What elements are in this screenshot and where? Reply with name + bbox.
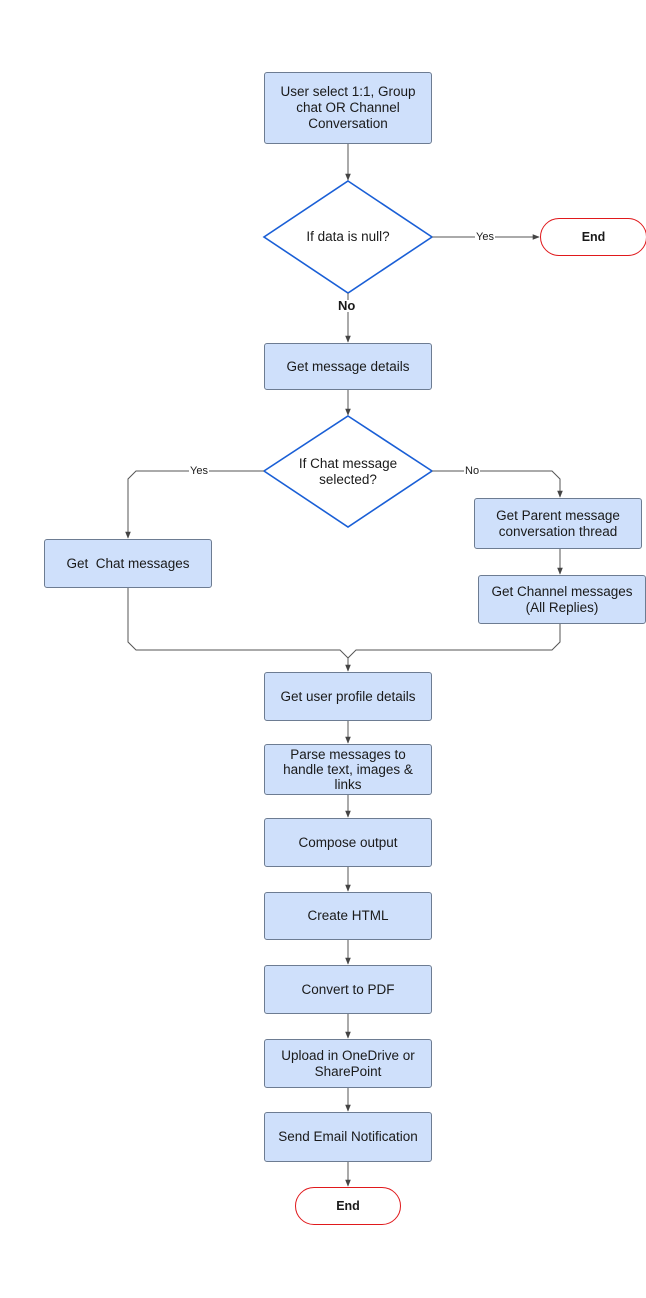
get-user-profile-process: Get user profile details [264,672,432,721]
get-chat-messages-process: Get Chat messages [44,539,212,588]
start-process-label: User select 1:1, Group chat OR Channel C… [280,84,416,131]
get-chat-messages-label: Get Chat messages [66,555,190,571]
compose-output-process: Compose output [264,818,432,867]
create-html-process: Create HTML [264,892,432,940]
send-email-process: Send Email Notification [264,1112,432,1162]
end-terminal-bottom-label: End [336,1199,360,1213]
decision-chat-diamond [262,415,434,528]
edge-label-chat-yes: Yes [189,465,209,477]
edge-channel-merge [347,624,561,659]
get-message-details-label: Get message details [286,358,410,374]
compose-output-label: Compose output [298,834,398,850]
decision-null-label: If data is null? [306,229,390,244]
get-parent-thread-process: Get Parent message conversation thread [474,498,642,549]
create-html-label: Create HTML [307,908,389,923]
edge-chat-merge [127,588,349,659]
decision-chat-label: If Chat message selected? [298,456,398,487]
get-user-profile-label: Get user profile details [280,688,416,704]
edge-chat-no [432,470,563,498]
parse-messages-process: Parse messages to handle text, images & … [264,744,432,795]
parse-messages-label: Parse messages to handle text, images & … [283,747,413,792]
edge-label-chat-no: No [464,465,481,477]
end-terminal-top-label: End [581,230,606,244]
start-process: User select 1:1, Group chat OR Channel C… [264,72,432,144]
get-channel-messages-process: Get Channel messages (All Replies) [478,575,646,624]
send-email-label: Send Email Notification [278,1129,418,1144]
convert-pdf-process: Convert to PDF [264,965,432,1014]
end-terminal-bottom: End [295,1187,401,1225]
upload-process: Upload in OneDrive or SharePoint [264,1039,432,1088]
edge-chat-yes [125,470,264,539]
end-terminal-top: End [540,218,646,256]
get-message-details-process: Get message details [264,343,432,390]
get-channel-messages-label: Get Channel messages (All Replies) [491,583,633,615]
convert-pdf-label: Convert to PDF [301,981,395,997]
get-parent-thread-label: Get Parent message conversation thread [496,507,620,539]
edge-label-null-no: No [337,298,357,313]
edge-label-null-yes: Yes [475,231,495,243]
upload-label: Upload in OneDrive or SharePoint [281,1047,415,1079]
